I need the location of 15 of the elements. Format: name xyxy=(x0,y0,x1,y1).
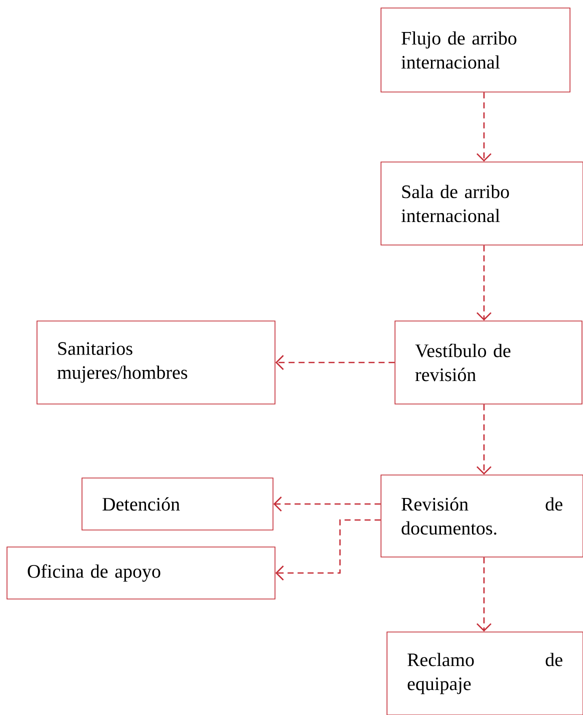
process-box: Vestíbulo de revisión xyxy=(394,320,582,404)
arrow xyxy=(476,245,492,321)
process-box: Revisión de documentos. xyxy=(380,474,583,558)
arrow xyxy=(275,355,395,370)
process-box: Sala de arribo internacional xyxy=(380,162,583,246)
process-box: Detención xyxy=(82,478,274,530)
arrow xyxy=(275,519,381,580)
process-box: Sanitarios mujeres/hombres xyxy=(36,320,276,404)
process-box: Oficina de apoyo xyxy=(6,546,276,600)
arrow xyxy=(476,92,492,162)
process-box: Reclamo de equipaje xyxy=(386,632,583,715)
arrow xyxy=(476,404,492,475)
process-box: Flujo de arribo internacional xyxy=(380,8,570,92)
arrow xyxy=(476,557,492,632)
arrow xyxy=(273,496,381,512)
